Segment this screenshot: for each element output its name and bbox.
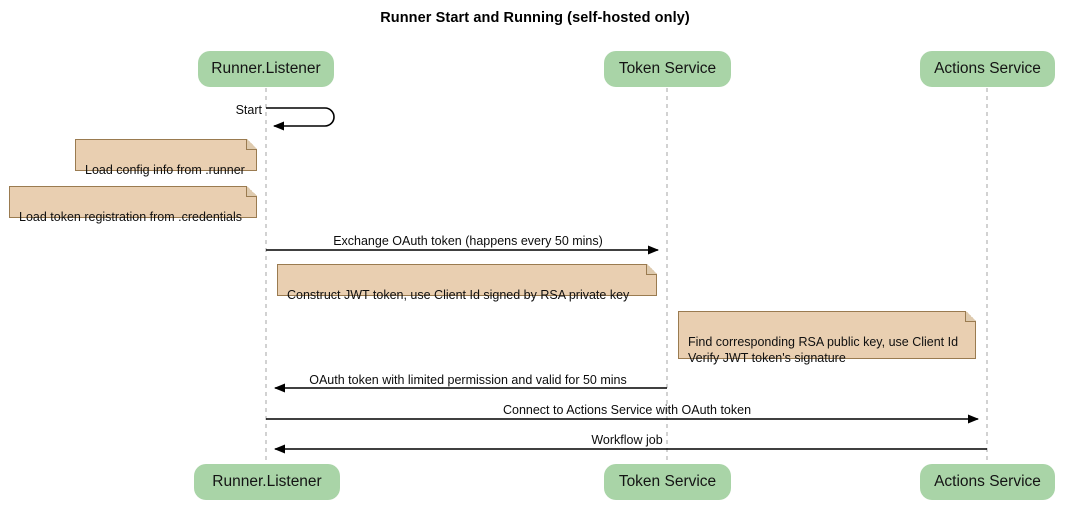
actor-footer-token[interactable]: Token Service (604, 464, 731, 500)
message-self-start[interactable] (266, 107, 335, 131)
actor-footer-actions[interactable]: Actions Service (920, 464, 1055, 500)
actor-header-runner[interactable]: Runner.Listener (198, 51, 334, 87)
message-label-workflow-job: Workflow job (591, 433, 663, 447)
actor-footer-token-label: Token Service (618, 473, 717, 490)
note-construct-jwt: Construct JWT token, use Client Id signe… (277, 264, 657, 302)
message-label-connect-actions: Connect to Actions Service with OAuth to… (502, 403, 752, 417)
note-load-token-text: Load token registration from .credential… (19, 210, 243, 224)
note-fold-icon (646, 264, 657, 275)
actor-footer-runner-label: Runner.Listener (212, 473, 322, 490)
message-label-start: Start (235, 103, 262, 117)
note-load-config: Load config info from .runner (75, 139, 257, 177)
actor-footer-actions-label: Actions Service (934, 473, 1041, 490)
note-construct-jwt-text: Construct JWT token, use Client Id signe… (287, 288, 630, 302)
lifelines (265, 88, 988, 462)
actor-footer-runner[interactable]: Runner.Listener (194, 464, 340, 500)
note-fold-icon (246, 186, 257, 197)
note-load-config-text: Load config info from .runner (85, 163, 245, 177)
actor-header-runner-label: Runner.Listener (211, 60, 321, 77)
actor-header-actions[interactable]: Actions Service (920, 51, 1055, 87)
note-verify-jwt-text: Find corresponding RSA public key, use C… (688, 335, 959, 365)
note-fold-icon (246, 139, 257, 150)
actor-header-token-label: Token Service (618, 60, 717, 77)
note-fold-icon (965, 311, 976, 322)
page-title: Runner Start and Running (self-hosted on… (380, 10, 690, 26)
note-load-token: Load token registration from .credential… (9, 186, 257, 224)
actor-header-token[interactable]: Token Service (604, 51, 731, 87)
note-verify-jwt: Find corresponding RSA public key, use C… (678, 311, 976, 365)
message-label-exchange-oauth: Exchange OAuth token (happens every 50 m… (333, 234, 603, 248)
actor-header-actions-label: Actions Service (934, 60, 1041, 77)
message-label-oauth-return: OAuth token with limited permission and … (309, 373, 627, 387)
